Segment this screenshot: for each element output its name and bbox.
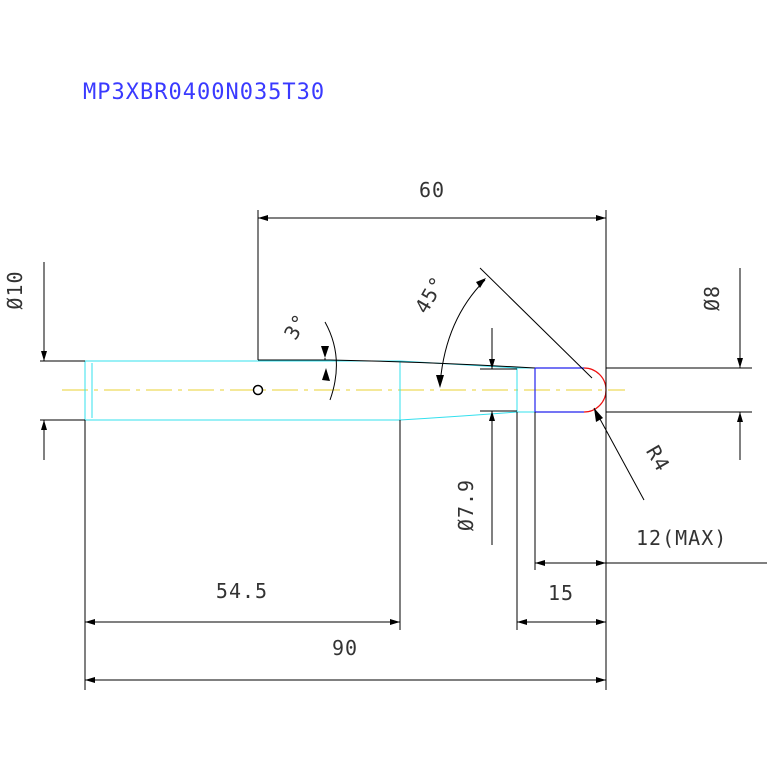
origin-marker <box>252 384 264 396</box>
dim-60-label: 60 <box>419 178 445 202</box>
dim-54-5: 54.5 <box>85 420 401 630</box>
dim-12max-label: 12(MAX) <box>636 526 727 550</box>
dim-54-5-label: 54.5 <box>216 579 268 603</box>
dim-dia7-9: Ø7.9 <box>454 328 517 545</box>
dim-90: 90 <box>84 420 607 690</box>
angle-3deg: 3° <box>279 309 337 401</box>
dim-12max: 12(MAX) <box>534 412 767 570</box>
dim-dia8-label: Ø8 <box>700 285 724 311</box>
dim-15-label: 15 <box>548 581 574 605</box>
angle-3deg-label: 3° <box>279 309 313 344</box>
ball-tip <box>534 367 607 413</box>
dim-15: 15 <box>516 412 606 630</box>
dim-dia7-9-label: Ø7.9 <box>454 479 478 531</box>
angle-45deg: 45° <box>410 267 593 388</box>
part-number-title: MP3XBR0400N035T30 <box>83 80 325 105</box>
angle-45deg-label: 45° <box>410 272 450 318</box>
dim-60: 60 <box>257 178 607 565</box>
dim-dia10: Ø10 <box>3 262 85 460</box>
dim-dia10-label: Ø10 <box>3 270 27 309</box>
dim-dia8: Ø8 <box>606 268 752 460</box>
dim-90-label: 90 <box>332 636 358 660</box>
radius-r4-label: R4 <box>641 441 675 476</box>
taper-edge <box>258 359 536 369</box>
